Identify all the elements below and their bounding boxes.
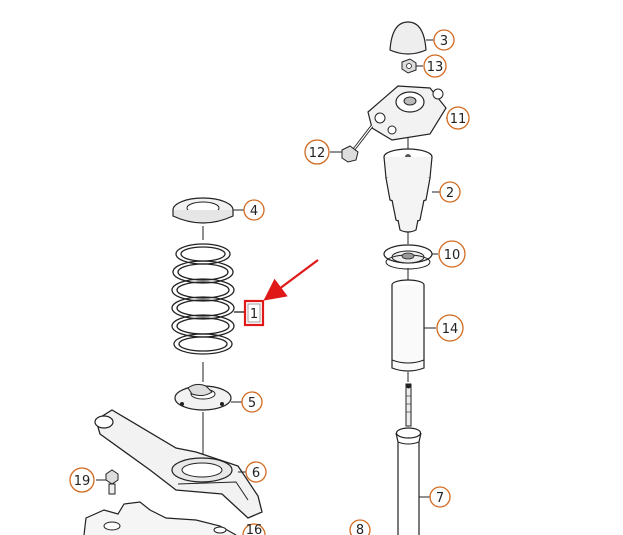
callout-5[interactable]: 5 [241, 391, 263, 413]
callout-7[interactable]: 7 [429, 486, 451, 508]
callout-8[interactable]: 8 [349, 519, 371, 535]
part-19-bolt [96, 469, 119, 495]
callout-16[interactable]: 16 [242, 523, 266, 535]
part-2-bump-stop [383, 148, 440, 233]
callout-1-highlight-box [243, 299, 265, 327]
callout-12[interactable]: 12 [304, 139, 330, 165]
callout-3[interactable]: 3 [433, 29, 455, 51]
callout-19-label: 19 [74, 474, 91, 489]
part-13-nut [401, 58, 423, 74]
part-6-control-arm [94, 409, 263, 519]
callout-3-label: 3 [440, 34, 448, 49]
callout-1[interactable]: 1 [243, 299, 265, 327]
part-3-dust-cap [389, 21, 434, 55]
part-14-dust-boot [391, 268, 436, 372]
callout-10-label: 10 [444, 248, 461, 263]
callout-13[interactable]: 13 [423, 54, 447, 78]
callout-4-label: 4 [250, 204, 258, 219]
part-10-spring-seat [383, 232, 438, 270]
callout-7-label: 7 [436, 491, 444, 506]
part-1-coil-spring [171, 243, 244, 355]
callout-6-label: 6 [252, 466, 260, 481]
subframe-fragment [83, 501, 237, 535]
callout-19[interactable]: 19 [69, 467, 95, 493]
callout-12-label: 12 [309, 146, 326, 161]
callout-14[interactable]: 14 [436, 314, 464, 342]
callout-1-label: 1 [250, 307, 258, 322]
part-4-upper-spring-pad [172, 197, 244, 240]
callout-14-label: 14 [442, 322, 459, 337]
callout-8-label: 8 [356, 523, 364, 535]
callout-6[interactable]: 6 [245, 461, 267, 483]
highlight-arrow [263, 259, 319, 301]
callout-5-label: 5 [248, 396, 256, 411]
callout-10[interactable]: 10 [438, 240, 466, 268]
callout-11-label: 11 [450, 112, 467, 127]
part-5-lower-spring-pad [174, 362, 242, 460]
part-7-shock-absorber [395, 372, 430, 535]
callout-13-label: 13 [427, 60, 444, 75]
callout-2[interactable]: 2 [439, 181, 461, 203]
part-11-top-mount [367, 85, 448, 141]
part-12-bolt [330, 125, 374, 163]
callout-11[interactable]: 11 [446, 106, 470, 130]
callout-16-label: 16 [246, 523, 263, 535]
callout-4[interactable]: 4 [243, 199, 265, 221]
callout-2-label: 2 [446, 186, 454, 201]
